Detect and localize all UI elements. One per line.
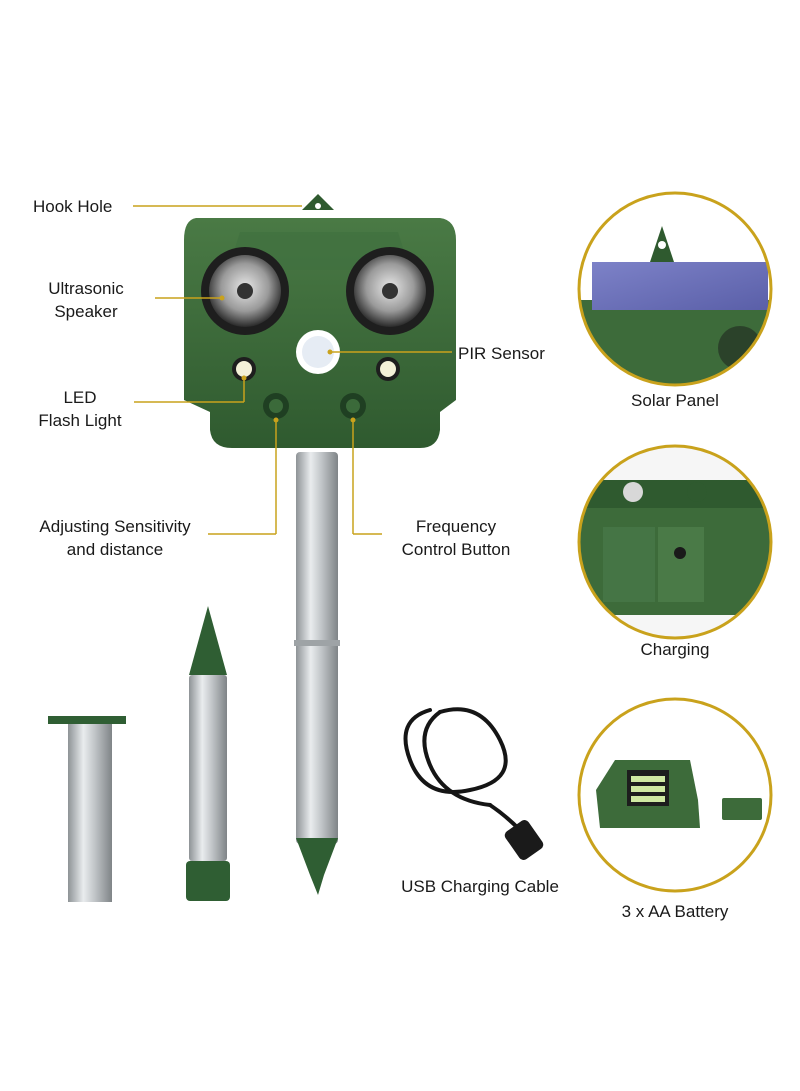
device-body — [184, 194, 456, 448]
inset-caption-solar-panel: Solar Panel — [631, 391, 719, 410]
leader-dots — [219, 295, 356, 423]
inset-caption-battery: 3 x AA Battery — [621, 902, 729, 921]
callout-frequency-control: Frequency Control Button — [388, 515, 524, 561]
callout-sensitivity-line1: Adjusting Sensitivity — [39, 517, 191, 536]
callout-sensitivity-line2: and distance — [66, 540, 164, 559]
extension-sleeve — [48, 716, 126, 902]
leader-lines — [133, 205, 452, 535]
charging-port-icon — [674, 547, 686, 559]
callout-frequency-line1: Frequency — [415, 517, 497, 536]
callout-ultrasonic-speaker: Ultrasonic Speaker — [40, 277, 132, 323]
battery-inset — [577, 697, 773, 893]
inset-caption-charging: Charging — [640, 640, 710, 659]
callout-led-flash-light: LED Flash Light — [30, 386, 130, 432]
usb-cable-icon — [403, 707, 544, 860]
ground-spike — [186, 606, 230, 901]
callout-pir-sensor: PIR Sensor — [458, 344, 545, 363]
callout-ultrasonic-line2: Speaker — [54, 302, 118, 321]
battery-icon — [631, 776, 665, 782]
callout-led-line2: Flash Light — [38, 411, 122, 430]
caption-usb-cable: USB Charging Cable — [401, 877, 559, 896]
charging-inset — [577, 444, 773, 640]
callout-ultrasonic-line1: Ultrasonic — [48, 279, 124, 298]
solar-panel-icon — [592, 262, 768, 310]
callout-led-line1: LED — [63, 388, 97, 407]
solar-panel-inset — [577, 191, 773, 387]
callout-hook-hole: Hook Hole — [33, 197, 113, 216]
callout-adjusting-sensitivity: Adjusting Sensitivity and distance — [22, 515, 208, 561]
callout-frequency-line2: Control Button — [401, 540, 511, 559]
main-stake — [294, 452, 340, 895]
